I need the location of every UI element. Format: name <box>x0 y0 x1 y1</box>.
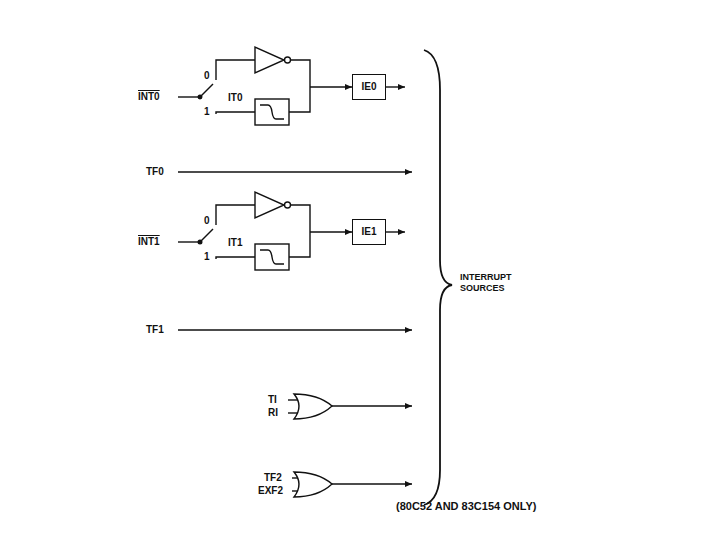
caption: (80C52 AND 83C154 ONLY) <box>396 500 536 512</box>
signal-name: TI <box>268 394 277 406</box>
switch-position: 0 <box>204 215 210 227</box>
or-gate <box>294 394 332 419</box>
signal-name: TF1 <box>146 324 164 336</box>
control-bit: IT0 <box>228 92 242 104</box>
signal-name: EXF2 <box>258 485 283 497</box>
signal-name: TF0 <box>146 166 164 178</box>
int1-trigger-circuit <box>178 192 405 270</box>
signal-name: TF2 <box>264 472 282 484</box>
signal-name: INT0 <box>138 91 160 103</box>
or-gate <box>294 472 332 497</box>
switch-position: 1 <box>204 106 210 118</box>
tf1-line <box>178 329 412 330</box>
signal-name: INT1 <box>138 236 160 248</box>
signal-name: RI <box>268 407 278 419</box>
tf0-line <box>178 171 412 172</box>
control-bit: IT1 <box>228 237 242 249</box>
flag-name: IE0 <box>361 81 376 93</box>
group-label: INTERRUPT SOURCES <box>460 272 532 294</box>
flag-name: IE1 <box>361 226 376 238</box>
flag-box: IE1 <box>352 219 386 245</box>
flag-box: IE0 <box>352 74 386 100</box>
int0-trigger-circuit <box>178 47 405 125</box>
switch-position: 0 <box>204 70 210 82</box>
switch-position: 1 <box>204 251 210 263</box>
brace <box>424 50 452 505</box>
